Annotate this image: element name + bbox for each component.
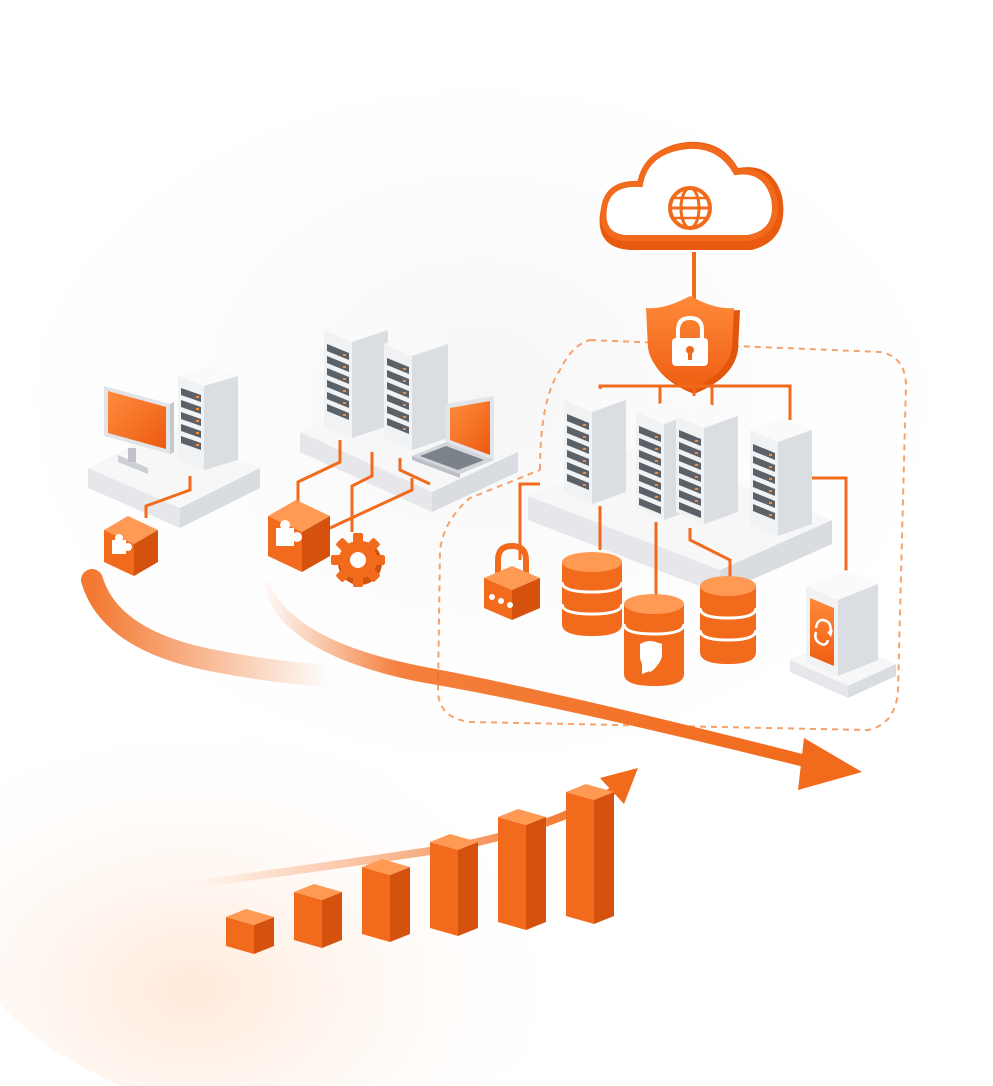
secure-zone-boundary-top xyxy=(539,339,591,471)
gear-icon xyxy=(331,533,385,587)
puzzle-icon xyxy=(276,520,302,546)
rack-server xyxy=(750,418,812,536)
puzzle-icon xyxy=(112,534,132,554)
tower-server xyxy=(178,366,238,470)
rack-server xyxy=(324,318,388,438)
puzzle-block-middle xyxy=(268,500,330,572)
rack-server xyxy=(676,404,738,524)
puzzle-block-left xyxy=(104,516,158,576)
padlock-icon xyxy=(672,315,708,366)
growth-bar xyxy=(566,784,614,924)
shield-icon xyxy=(640,641,662,674)
refresh-icon xyxy=(814,618,833,646)
laptop xyxy=(412,396,494,478)
laptop-screen xyxy=(450,401,490,455)
data-center xyxy=(518,388,848,596)
database xyxy=(560,552,624,636)
growth-bar xyxy=(498,809,546,930)
password-lock-box xyxy=(484,542,540,620)
growth-bar xyxy=(430,834,478,936)
password-lock-icon xyxy=(489,594,513,608)
migration-arrow-head xyxy=(798,738,862,790)
growth-bar xyxy=(226,909,274,954)
security-shield xyxy=(646,296,740,394)
server-laptop-group xyxy=(296,318,518,542)
rack-server xyxy=(564,388,626,504)
globe-icon xyxy=(668,186,712,230)
secure-database xyxy=(622,594,686,686)
migration-arrow-main xyxy=(262,580,810,768)
monitor-screen xyxy=(108,391,166,449)
workstation-group xyxy=(88,366,260,528)
rack-server xyxy=(384,332,448,450)
backup-server xyxy=(790,570,896,698)
rack-server xyxy=(636,400,698,520)
growth-arrow-head xyxy=(600,768,638,804)
growth-bar xyxy=(362,859,410,942)
migration-arrow-left xyxy=(81,569,341,687)
database xyxy=(698,576,758,664)
growth-bars xyxy=(226,784,614,954)
growth-bar xyxy=(294,884,342,948)
cloud xyxy=(599,141,784,250)
desktop-monitor xyxy=(104,386,174,474)
